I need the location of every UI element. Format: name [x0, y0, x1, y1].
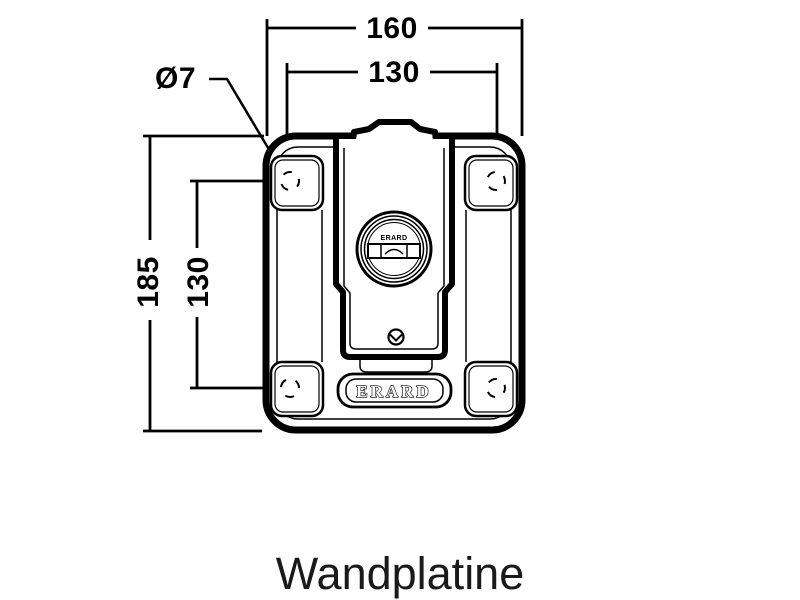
brand-badge: ERARD	[336, 372, 453, 409]
top-hook-tab	[350, 119, 439, 142]
corner-pad-bottom-left-inner	[274, 365, 320, 413]
drawing-caption: Wandplatine	[275, 548, 525, 599]
hole-diameter-label: Ø7	[155, 62, 196, 95]
mounting-hole-bottom-right	[486, 378, 506, 398]
dim-width-outer	[265, 19, 524, 136]
dim-height-outer-label: 185	[132, 256, 165, 308]
column-base-tray	[359, 360, 433, 373]
corner-pad-bottom-right-inner	[468, 365, 514, 413]
center-lock-assembly: ERARD	[355, 210, 433, 288]
lock-ring-mid	[360, 215, 428, 283]
center-column-inner-contour	[343, 148, 445, 350]
mounting-hole-top-left	[280, 171, 300, 191]
bubble-level	[367, 243, 421, 259]
mounting-hole-top-right	[486, 171, 506, 191]
corner-pad-top-left-inner	[274, 159, 320, 207]
brand-badge-text: ERARD	[356, 382, 431, 401]
bubble-arc	[384, 248, 404, 255]
dim-height-holes-label: 130	[182, 256, 215, 308]
dim-width-holes-label: 130	[368, 56, 420, 89]
screw-detail	[387, 328, 405, 346]
corner-pad-top-right-inner	[468, 159, 514, 207]
mounting-hole-bottom-left	[280, 378, 300, 398]
level-brand-text: ERARD	[381, 235, 408, 242]
mounting-holes	[280, 171, 506, 398]
screw-chevron	[389, 333, 403, 342]
wall-plate-body: ERARD ERARD	[262, 119, 526, 434]
lock-ring-inner	[363, 218, 425, 280]
dim-width-outer-label: 160	[366, 12, 418, 45]
dim-height-outer	[143, 134, 264, 433]
corner-pads	[269, 154, 519, 418]
